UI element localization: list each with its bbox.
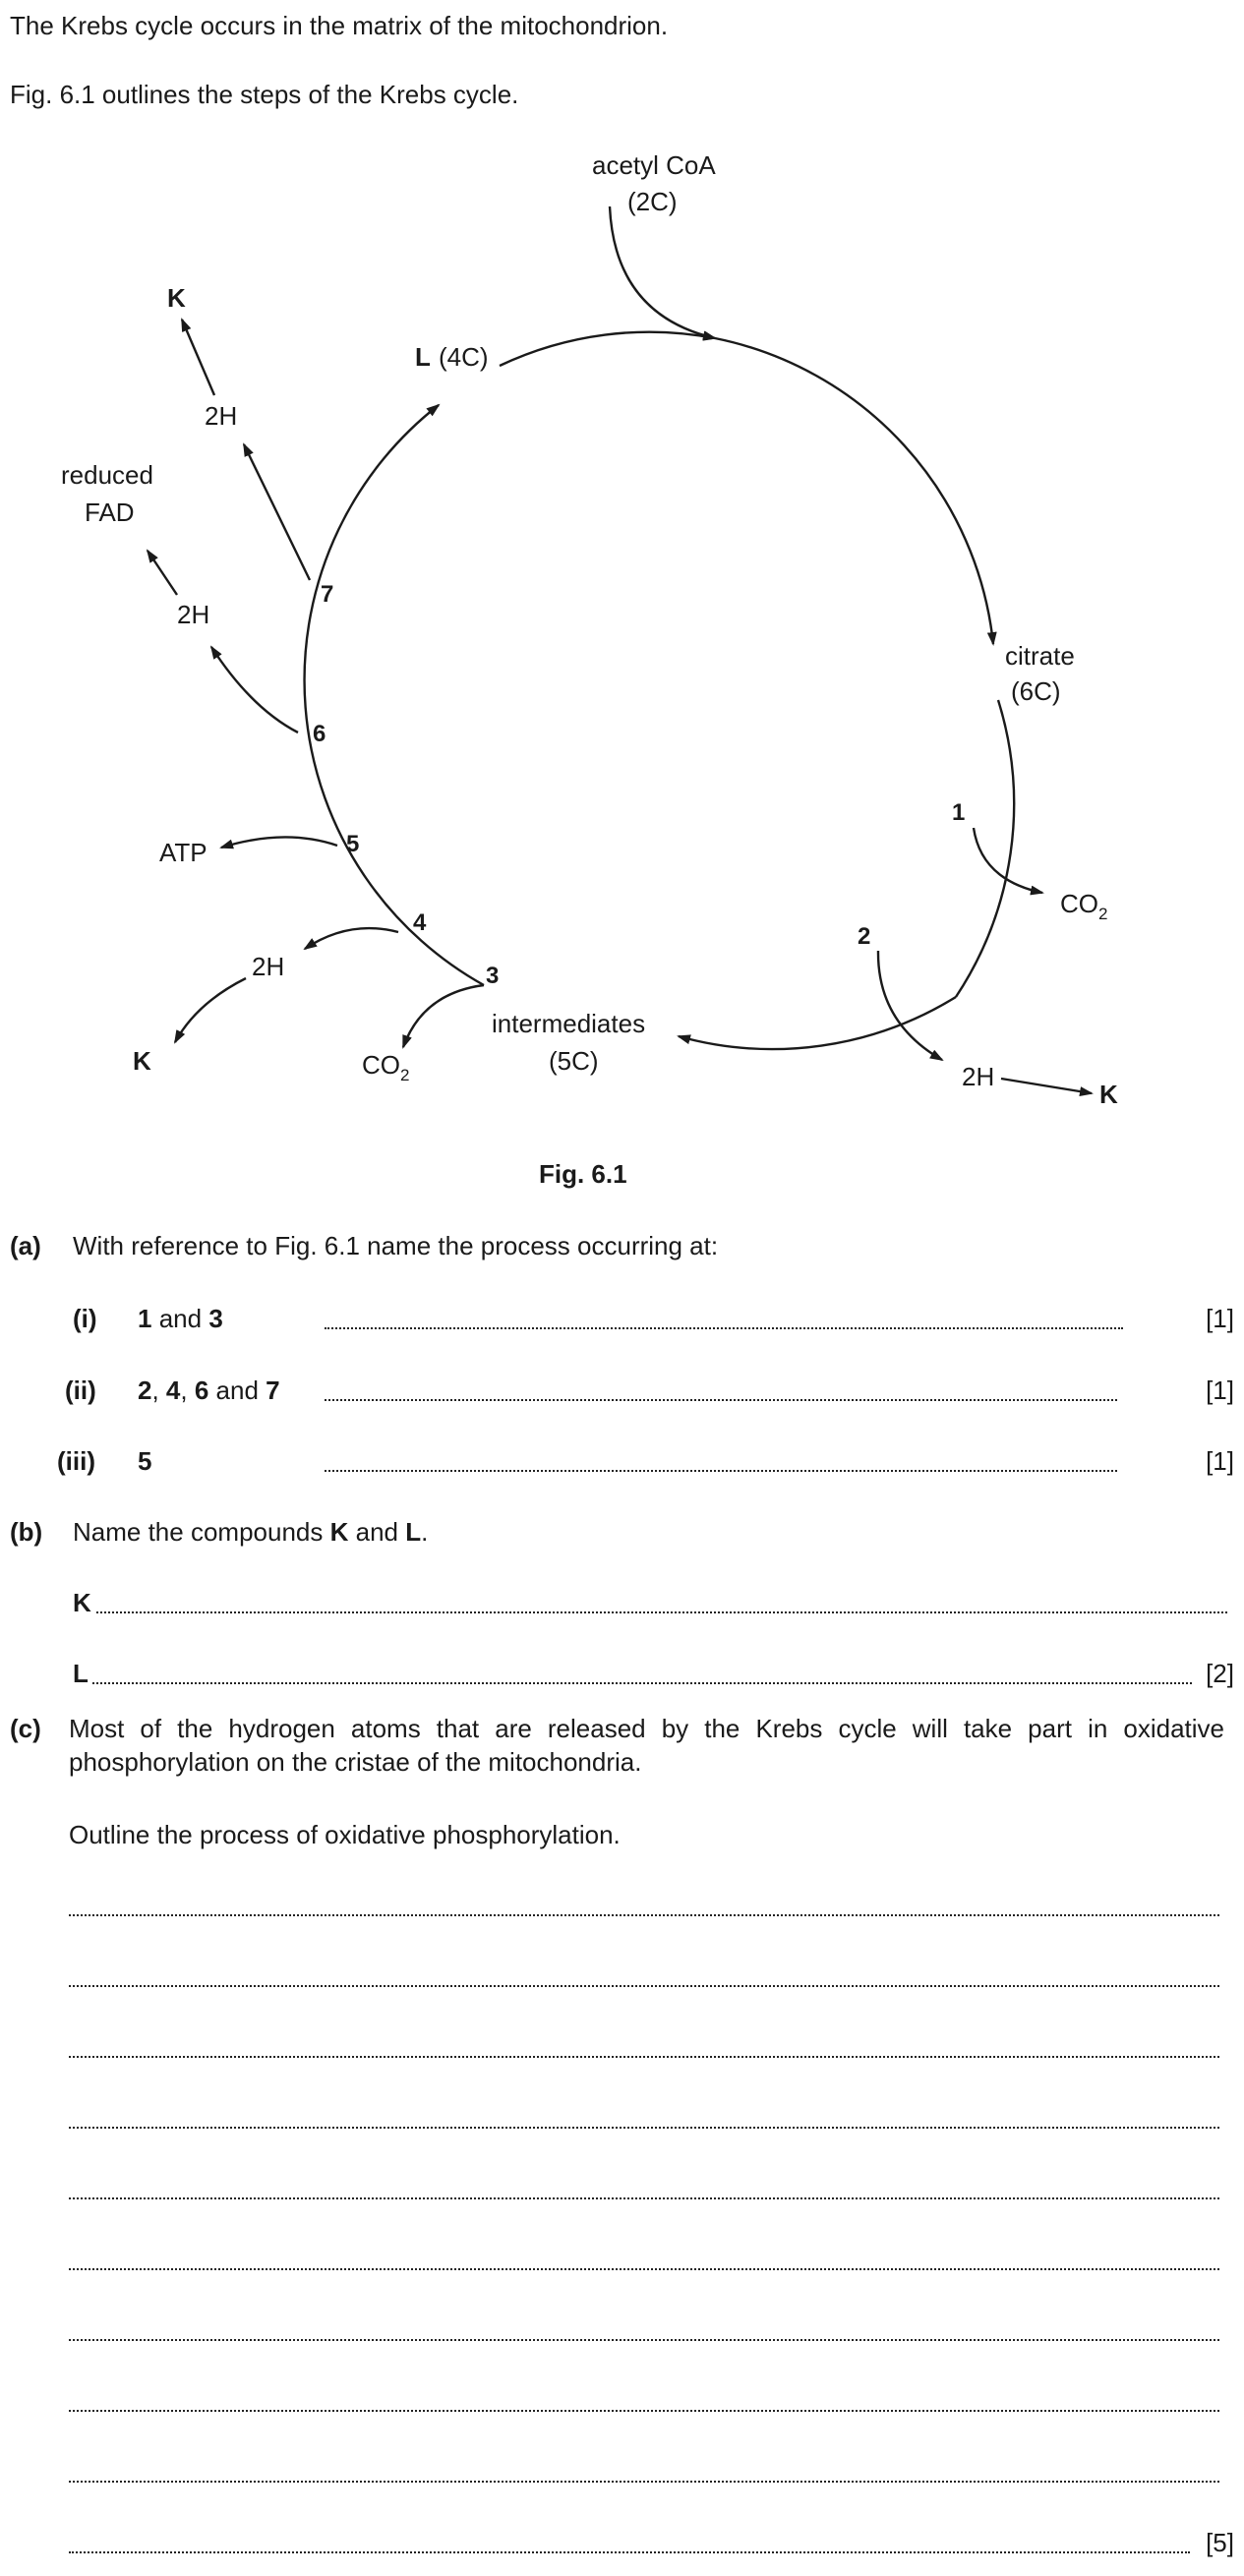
label-co2-bottom: CO2 [362, 1050, 409, 1084]
label-L-carbons: (4C) [439, 342, 489, 372]
qb-label: (b) [10, 1517, 43, 1547]
label-intermediates: intermediates [492, 1009, 645, 1038]
label-k-left: K [133, 1046, 151, 1076]
qc-answer-line-2[interactable] [69, 1979, 1219, 1987]
co-text: CO [362, 1050, 400, 1080]
qb-mark: [2] [1206, 1659, 1234, 1688]
qc-label: (c) [10, 1714, 41, 1743]
label-2h-right: 2H [962, 1062, 994, 1091]
sub-2: 2 [400, 1066, 409, 1084]
qc-text: Most of the hydrogen atoms that are rele… [69, 1714, 1224, 1777]
qa-i-label: (i) [73, 1304, 97, 1333]
co-text: CO [1060, 889, 1098, 918]
qa-i-answer-line[interactable] [325, 1321, 1123, 1329]
qa-ii-label: (ii) [65, 1376, 96, 1405]
qc-answer-line-8[interactable] [69, 2404, 1219, 2412]
label-k-top: K [167, 283, 186, 313]
arrow-step6-2h [209, 645, 299, 734]
qb-prompt: Name the compounds K and L. [73, 1517, 429, 1547]
qa-ii-steps: 2, 4, 6 and 7 [138, 1376, 280, 1405]
arrow-2h-reduced-fad [146, 549, 178, 596]
label-acetyl-carbons: (2C) [627, 187, 678, 216]
label-2h-top: 2H [205, 401, 237, 431]
label-reduced: reduced [61, 460, 153, 490]
krebs-cycle-diagram: acetyl CoA (2C) L (4C) citrate (6C) inte… [61, 150, 1118, 1109]
step-5: 5 [346, 831, 359, 857]
qa-iii-label: (iii) [57, 1446, 95, 1476]
arc-step1-to-intermediates [677, 995, 957, 1051]
qc-answer-line-5[interactable] [69, 2192, 1219, 2199]
arrow-step4-2h [303, 926, 399, 951]
label-citrate-carbons: (6C) [1011, 676, 1061, 706]
figure-caption: Fig. 6.1 [539, 1159, 627, 1189]
qa-label: (a) [10, 1231, 41, 1260]
qc-answer-line-10[interactable] [69, 2546, 1190, 2553]
sub-2: 2 [1098, 905, 1107, 923]
label-atp: ATP [159, 838, 207, 867]
step-4: 4 [413, 909, 427, 936]
qc-outline: Outline the process of oxidative phospho… [69, 1820, 621, 1849]
intro-line-1: The Krebs cycle occurs in the matrix of … [10, 11, 669, 40]
qc-answer-line-7[interactable] [69, 2333, 1219, 2341]
arrow-step5-atp [219, 836, 338, 849]
arc-citrate-to-step1 [954, 699, 1016, 998]
label-co2-right: CO2 [1060, 889, 1107, 923]
arrow-2h-k-right [1000, 1077, 1094, 1097]
qa-i-mark: [1] [1206, 1304, 1234, 1333]
qc-answer-line-1[interactable] [69, 1908, 1219, 1916]
arrow-acetyl-entry [608, 205, 717, 341]
qc-answer-line-3[interactable] [69, 2050, 1219, 2058]
arrow-step7-2h [242, 442, 312, 581]
qb-l-label: L [73, 1659, 89, 1688]
label-2h-fad: 2H [177, 600, 209, 629]
arc-intermediates-to-L [303, 403, 485, 987]
arrow-step2-2h [876, 950, 944, 1062]
qa-ii-mark: [1] [1206, 1376, 1234, 1405]
step-1: 1 [952, 799, 965, 826]
label-2h-left: 2H [252, 952, 284, 981]
arrow-2h-k-top [180, 318, 216, 396]
step-6: 6 [313, 721, 326, 747]
label-acetyl-coa: acetyl CoA [592, 150, 716, 180]
arrow-step3-co2 [401, 983, 485, 1049]
intro-line-2: Fig. 6.1 outlines the steps of the Krebs… [10, 80, 519, 109]
arc-acetyl-to-citrate [714, 336, 997, 646]
label-L: L [415, 342, 431, 372]
qc-answer-line-9[interactable] [69, 2475, 1219, 2483]
step-7: 7 [321, 581, 333, 608]
qb-l-answer-line[interactable] [92, 1676, 1192, 1684]
step-2: 2 [858, 923, 870, 950]
arrow-2h-k-left [173, 976, 247, 1044]
qc-mark: [5] [1206, 2528, 1234, 2557]
qc-answer-line-6[interactable] [69, 2262, 1219, 2270]
step-3: 3 [486, 963, 499, 989]
qa-iii-answer-line[interactable] [325, 1464, 1117, 1472]
qc-answer-line-4[interactable] [69, 2121, 1219, 2129]
arrow-step1-co2 [972, 827, 1044, 896]
arc-L-to-acetyl [499, 330, 717, 368]
qb-k-label: K [73, 1588, 91, 1617]
qa-prompt: With reference to Fig. 6.1 name the proc… [73, 1231, 719, 1260]
qb-k-answer-line[interactable] [96, 1606, 1227, 1613]
qa-ii-answer-line[interactable] [325, 1393, 1117, 1401]
qa-iii-step: 5 [138, 1446, 152, 1476]
label-fad: FAD [85, 498, 135, 527]
label-citrate: citrate [1005, 641, 1075, 671]
label-intermediates-carbons: (5C) [549, 1046, 599, 1076]
label-k-right: K [1099, 1080, 1118, 1109]
qa-iii-mark: [1] [1206, 1446, 1234, 1476]
qa-i-steps: 1 and 3 [138, 1304, 223, 1333]
